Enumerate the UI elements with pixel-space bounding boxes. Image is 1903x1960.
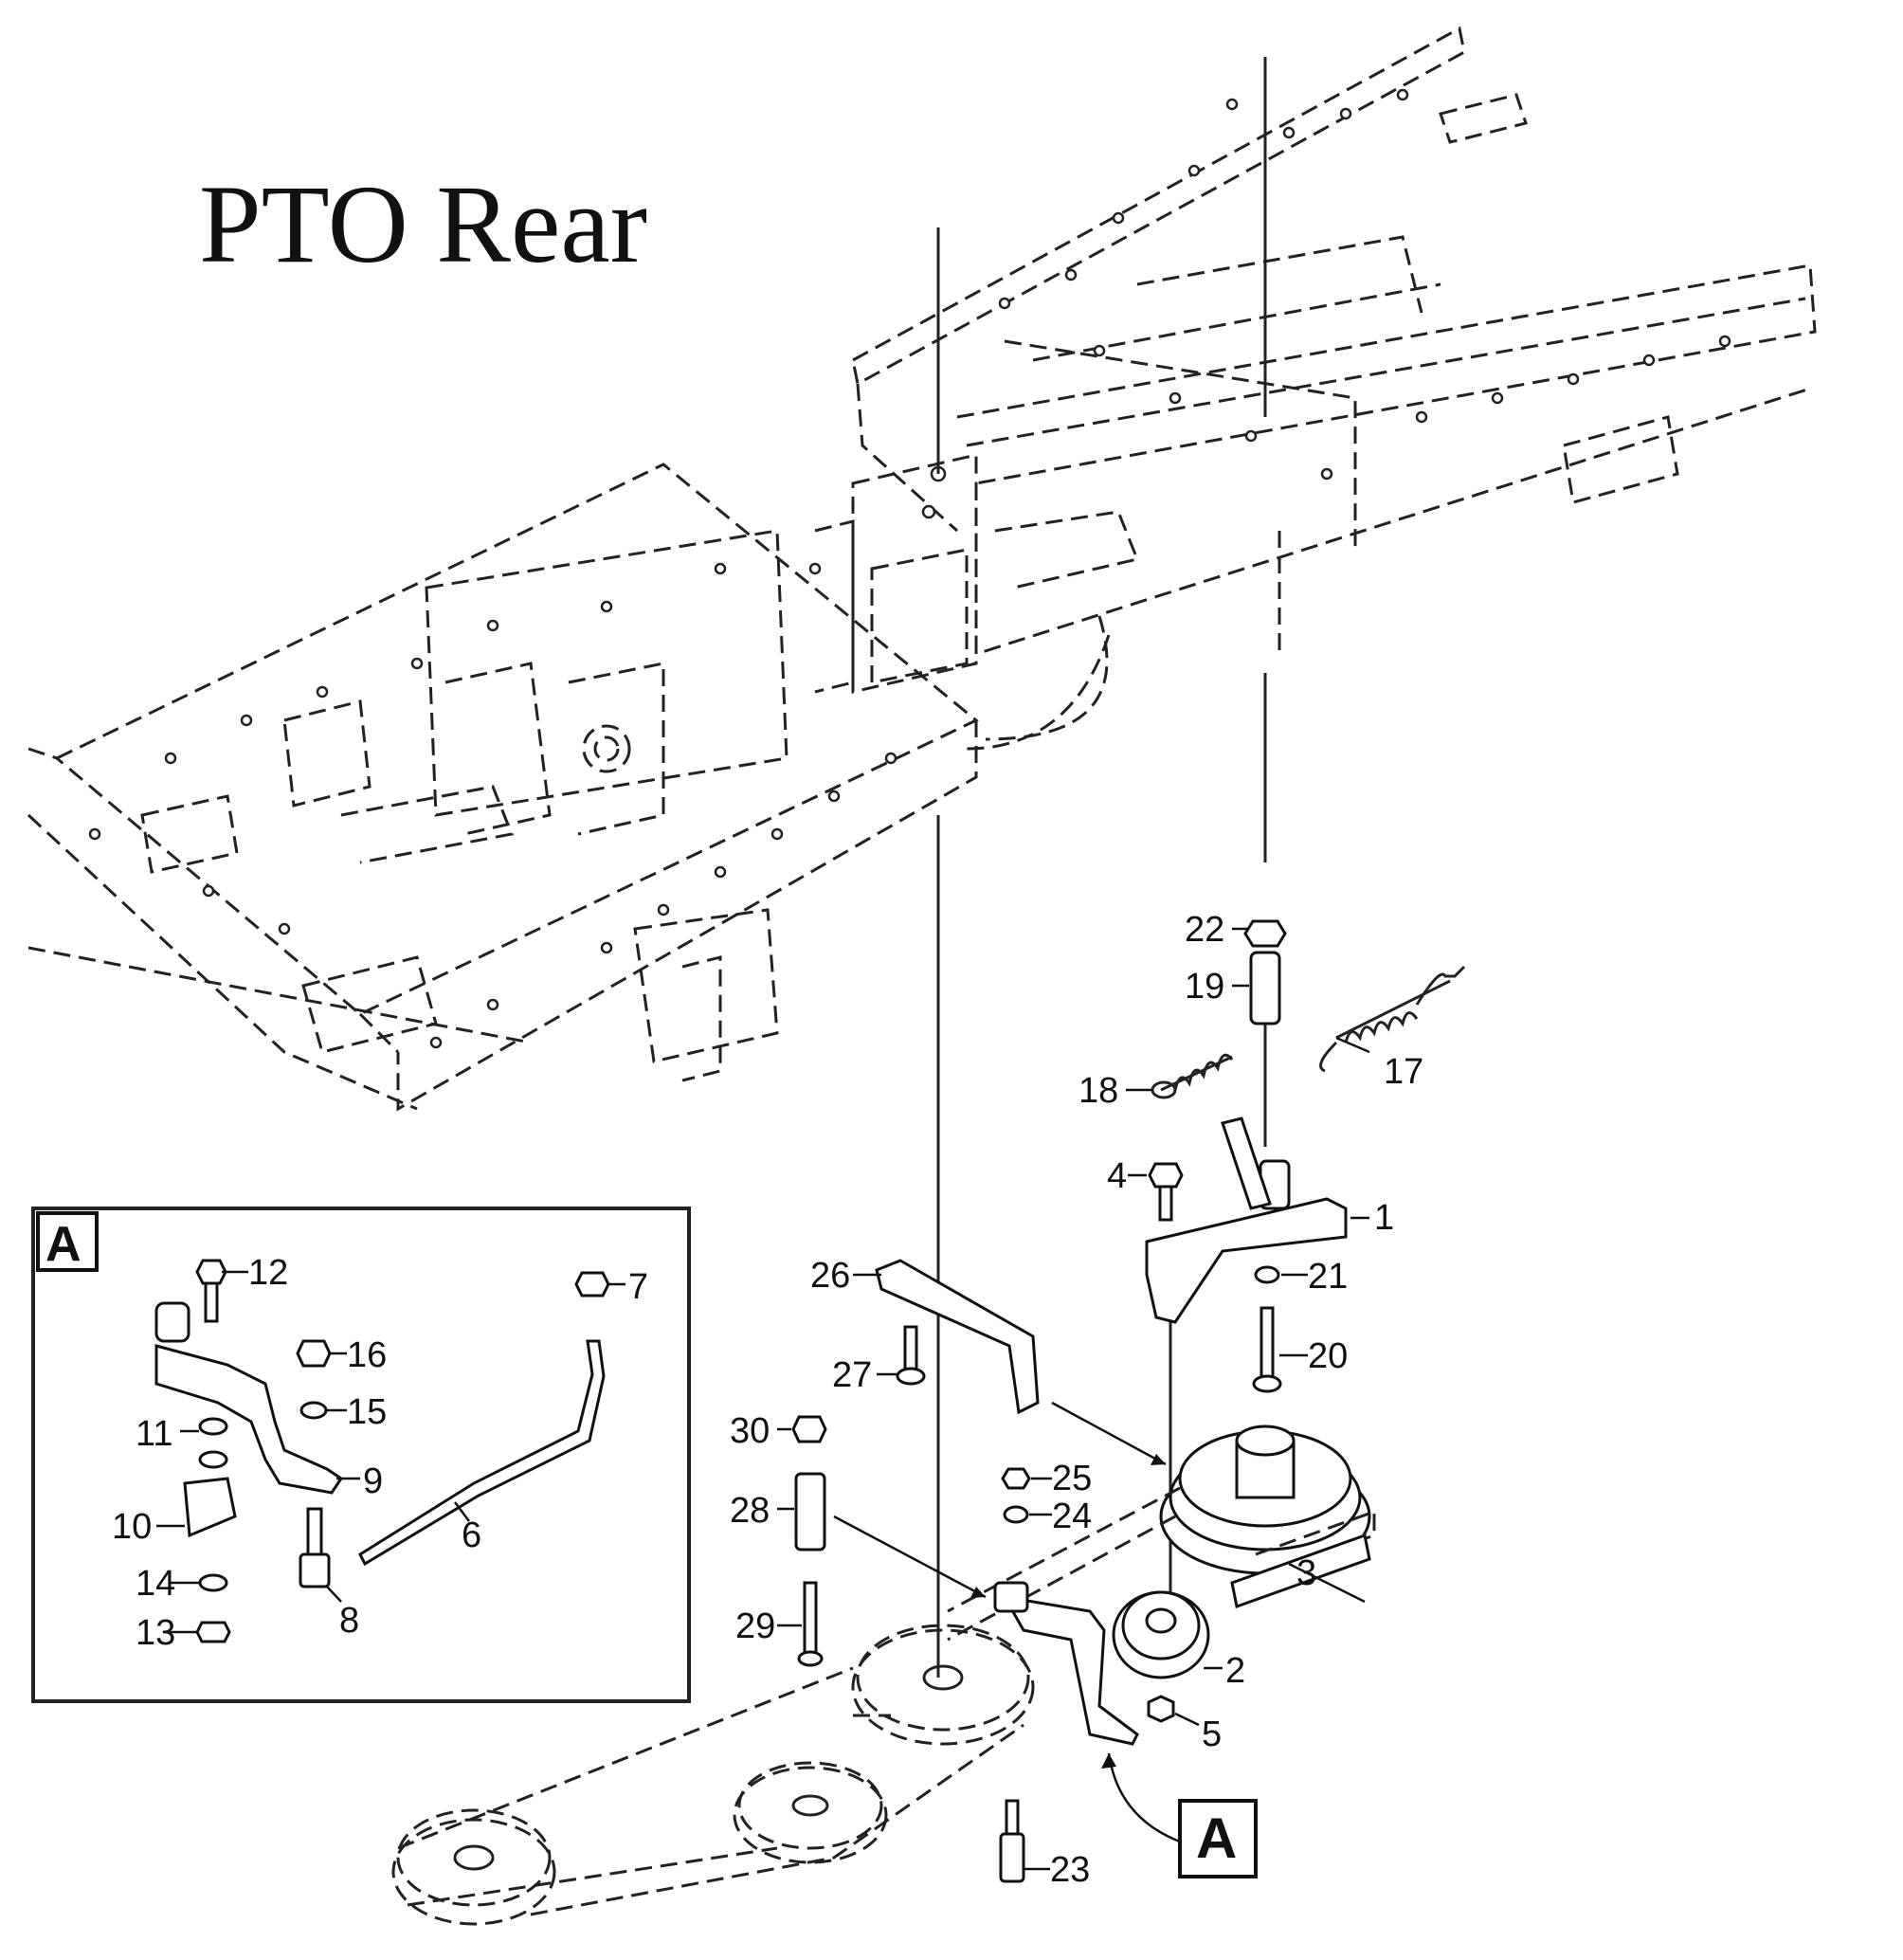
- inset-washer-bottom: [198, 1573, 228, 1592]
- lock-washer: [1003, 1505, 1029, 1524]
- label-18: 18: [1078, 1071, 1118, 1111]
- pto-lever-arm: [154, 1344, 344, 1495]
- assembly-guide-lines: [936, 57, 1267, 1678]
- pto-control-rod: [358, 1339, 606, 1567]
- long-spacer: [794, 1472, 826, 1552]
- deck-pulley-middle: [733, 1761, 888, 1864]
- label-22: 22: [1185, 910, 1224, 950]
- detail-inset-a: A: [31, 1207, 691, 1703]
- main-leaders: [777, 927, 1370, 1871]
- label-8: 8: [339, 1601, 359, 1641]
- frame-holes: [88, 88, 1731, 1049]
- deck-belt: [397, 1666, 1024, 1916]
- label-20: 20: [1308, 1336, 1348, 1376]
- label-27: 27: [832, 1355, 872, 1395]
- label-26: 26: [810, 1256, 850, 1296]
- inset-nut-upper: [296, 1339, 332, 1368]
- hex-bolt: [1148, 1162, 1184, 1222]
- mount-bracket: [183, 1477, 237, 1538]
- belt-guide-bracket: [875, 1259, 1040, 1415]
- label-5: 5: [1202, 1715, 1222, 1754]
- inset-washer-mid: [299, 1401, 328, 1420]
- label-16: 16: [347, 1335, 387, 1375]
- rod-nut: [574, 1271, 610, 1298]
- carriage-bolt: [1252, 1306, 1282, 1393]
- inset-nut: [195, 1621, 231, 1643]
- label-10: 10: [112, 1507, 152, 1547]
- label-19: 19: [1185, 967, 1224, 1007]
- swivel-stud: [306, 1507, 323, 1556]
- label-3: 3: [1296, 1553, 1316, 1593]
- flat-washer: [1254, 1265, 1280, 1284]
- label-29: 29: [735, 1606, 775, 1646]
- tractor-frame: [27, 26, 1817, 1112]
- spacer-bolt: [797, 1581, 824, 1667]
- inset-bolt-shank: [204, 1281, 219, 1323]
- extension-spring: [1319, 965, 1466, 1073]
- label-17: 17: [1384, 1052, 1423, 1092]
- bracket-spacer: [993, 1581, 1029, 1613]
- callout-tag: A: [1196, 1806, 1237, 1870]
- part-number-labels: 1 2 3 4 5 6 7 8 9 10 11 12 13 14 15 16 1…: [112, 910, 1423, 1890]
- label-4: 4: [1107, 1156, 1127, 1196]
- inset-tag: A: [45, 1217, 82, 1272]
- label-30: 30: [730, 1411, 770, 1451]
- spacer-nut: [791, 1415, 827, 1443]
- label-11: 11: [136, 1414, 172, 1454]
- flange-nut: [1243, 919, 1287, 948]
- label-1: 1: [1374, 1198, 1394, 1238]
- hex-nut: [1147, 1695, 1175, 1723]
- callout-a: A: [1178, 1799, 1258, 1878]
- lock-nut: [1001, 1467, 1031, 1490]
- label-15: 15: [347, 1392, 387, 1432]
- inset-washer-lower: [198, 1450, 228, 1469]
- assembly-arrows: [833, 1401, 1186, 1845]
- idler-pulley: [1112, 1590, 1210, 1679]
- label-7: 7: [628, 1267, 648, 1307]
- label-12: 12: [248, 1253, 288, 1293]
- label-6: 6: [462, 1515, 481, 1555]
- label-24: 24: [1052, 1497, 1092, 1536]
- label-21: 21: [1308, 1257, 1348, 1297]
- inset-washer-upper: [198, 1417, 228, 1436]
- label-2: 2: [1225, 1651, 1245, 1691]
- page-title: PTO Rear: [199, 162, 648, 286]
- spacer: [1249, 951, 1281, 1025]
- pivot-stud: [999, 1799, 1025, 1883]
- guide-bolt: [896, 1325, 926, 1386]
- label-28: 28: [730, 1491, 770, 1531]
- drive-pulley: [1159, 1425, 1371, 1575]
- label-14: 14: [136, 1564, 175, 1604]
- swivel-block: [299, 1552, 331, 1588]
- spring-anchor-tab: [1221, 1116, 1272, 1210]
- deck-pulley-left: [391, 1808, 556, 1926]
- deck-pulley-center: [851, 1624, 1035, 1746]
- label-9: 9: [363, 1461, 383, 1501]
- label-25: 25: [1052, 1459, 1092, 1498]
- label-13: 13: [136, 1613, 175, 1653]
- inset-hex-bolt: [195, 1259, 227, 1285]
- lever-boss: [154, 1301, 190, 1343]
- return-spring: [1151, 1053, 1234, 1099]
- label-23: 23: [1050, 1850, 1090, 1890]
- idler-arm: [1145, 1197, 1348, 1324]
